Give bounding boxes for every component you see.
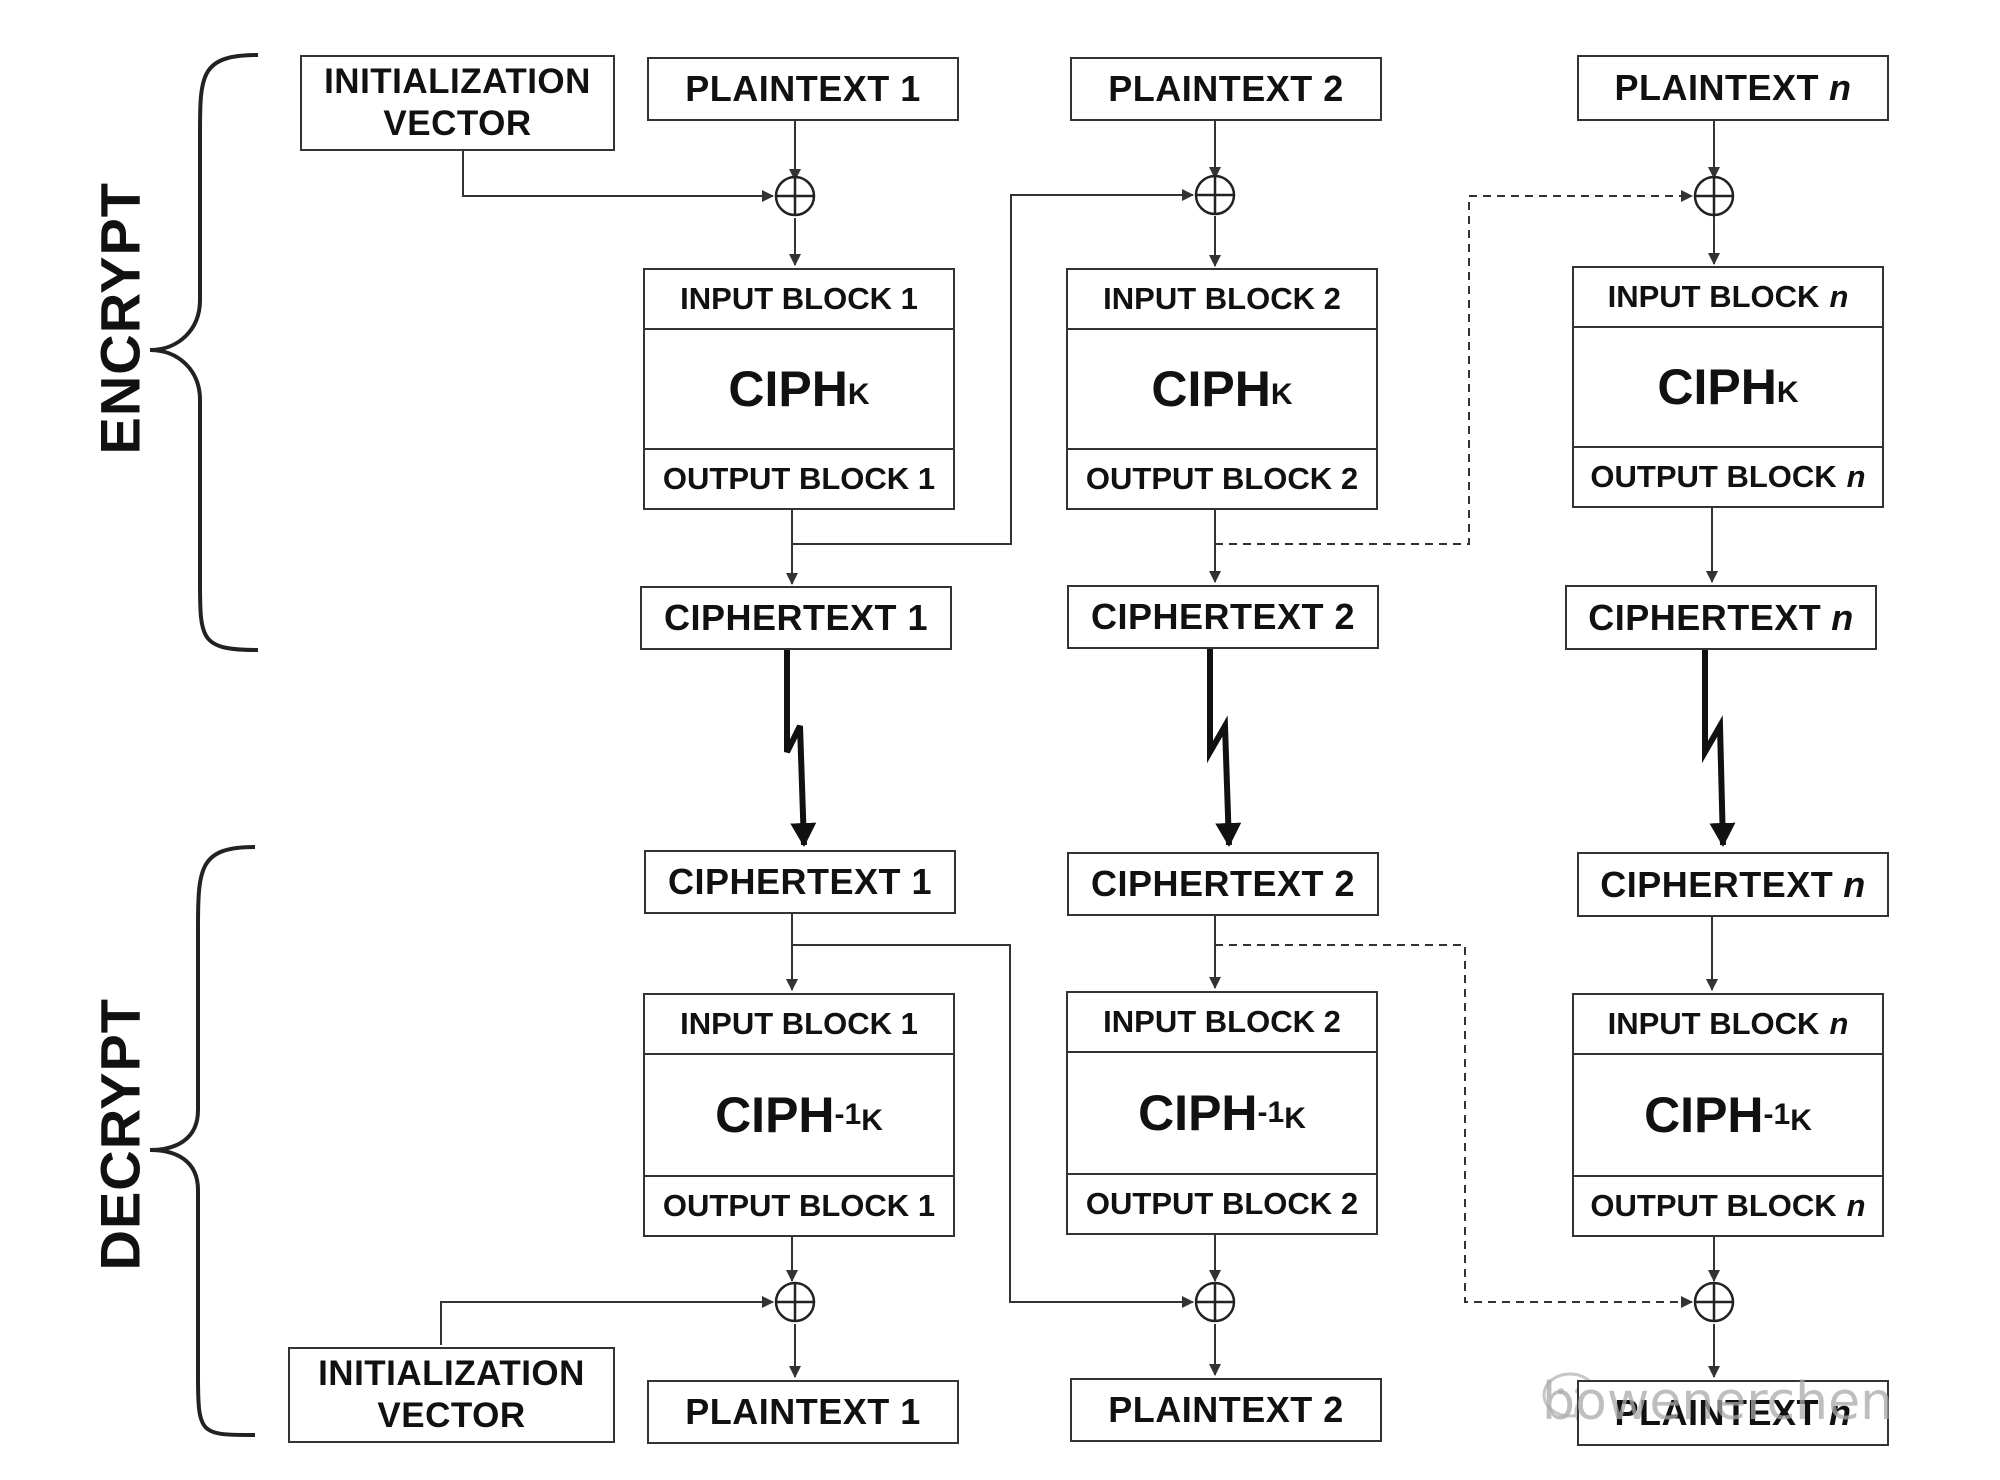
watermark-text: bowenerchen [1542,1372,1894,1432]
output-block-1: OUTPUT BLOCK 1 [645,448,953,508]
decrypt-plaintext-1: PLAINTEXT 1 [647,1380,959,1444]
encrypt-plaintext-2: PLAINTEXT 2 [1070,57,1382,121]
encrypt-iv-box: INITIALIZATION VECTOR [300,55,615,151]
output-block-1: OUTPUT BLOCK 1 [645,1175,953,1235]
broken-arrow-icon [1207,648,1242,847]
input-block-2: INPUT BLOCK 2 [1068,993,1376,1053]
iv-line2: VECTOR [377,1396,526,1435]
iv-line1: INITIALIZATION [324,62,591,101]
xor-icon [774,1281,816,1323]
xor-icon [1693,1281,1735,1323]
output-block-2: OUTPUT BLOCK 2 [1068,448,1376,508]
broken-arrow-icon [1702,648,1736,847]
broken-arrow-icon [784,648,817,847]
decrypt-ciphertext-2: CIPHERTEXT 2 [1067,852,1379,916]
encrypt-label: ENCRYPT [88,181,152,455]
xor-icon [774,175,816,217]
encrypt-plaintext-1: PLAINTEXT 1 [647,57,959,121]
output-block-2: OUTPUT BLOCK 2 [1068,1173,1376,1233]
encrypt-brace-icon [149,53,259,652]
decrypt-iv-box: INITIALIZATION VECTOR [288,1347,615,1443]
xor-icon [1194,174,1236,216]
input-block-1: INPUT BLOCK 1 [645,995,953,1055]
input-block-1: INPUT BLOCK 1 [645,270,953,330]
iv-line1: INITIALIZATION [318,1354,585,1393]
decrypt-plaintext-2: PLAINTEXT 2 [1070,1378,1382,1442]
input-block-2: INPUT BLOCK 2 [1068,270,1376,330]
decrypt-brace-icon [149,845,256,1437]
decrypt-label: DECRYPT [88,997,152,1271]
decrypt-ciphertext-1: CIPHERTEXT 1 [644,850,956,914]
encrypt-ciphertext-1: CIPHERTEXT 1 [640,586,952,650]
xor-icon [1194,1281,1236,1323]
xor-icon [1693,175,1735,217]
encrypt-ciphertext-2: CIPHERTEXT 2 [1067,585,1379,649]
iv-line2: VECTOR [383,104,532,143]
